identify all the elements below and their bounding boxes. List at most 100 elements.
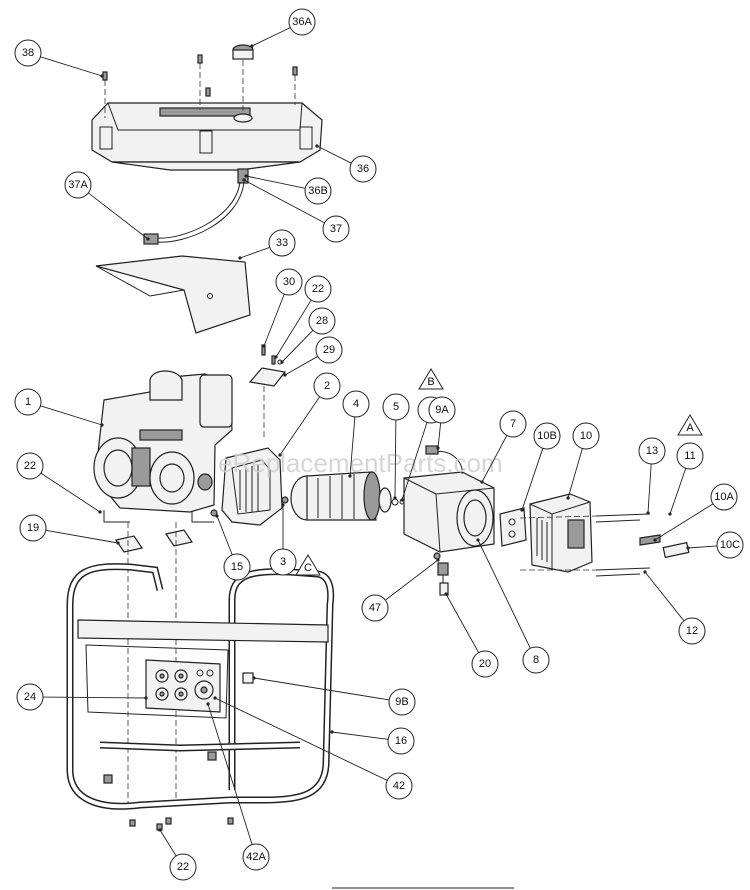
callout-37a[interactable]: 37A <box>64 171 92 199</box>
leader-line <box>654 503 714 541</box>
callout-4[interactable]: 4 <box>342 390 370 418</box>
callout-10[interactable]: 10 <box>572 422 600 450</box>
callout-number: 42A <box>246 851 266 863</box>
callout-circle <box>269 548 297 576</box>
leader-tip <box>100 74 104 78</box>
callout-47[interactable]: 47 <box>361 594 389 622</box>
leader-tip <box>252 676 256 680</box>
callout-circle <box>471 650 499 678</box>
callout-10c[interactable]: 10C <box>716 531 744 559</box>
callout-30[interactable]: 30 <box>275 268 303 296</box>
leader-tip <box>250 44 254 48</box>
callout-33[interactable]: 33 <box>268 229 296 257</box>
callout-circle <box>308 307 336 335</box>
callout-1[interactable]: 1 <box>14 388 42 416</box>
callout-9b[interactable]: 9B <box>388 688 416 716</box>
callout-2[interactable]: 2 <box>313 372 341 400</box>
callout-number: 24 <box>24 691 36 703</box>
reference-letter: B <box>427 376 434 388</box>
callout-12[interactable]: 12 <box>678 617 706 645</box>
callout-circle <box>64 171 92 199</box>
callout-28[interactable]: 28 <box>308 307 336 335</box>
leader-tip <box>146 237 150 241</box>
leader-line <box>239 246 270 259</box>
callout-number: 8 <box>533 654 539 666</box>
callout-circle <box>522 646 550 674</box>
callout-22[interactable]: 22 <box>16 452 44 480</box>
callout-number: 10C <box>720 539 740 551</box>
callout-circle <box>14 39 42 67</box>
callout-42[interactable]: 42 <box>385 772 413 800</box>
leader-tip <box>274 355 278 359</box>
leader-line <box>243 179 325 224</box>
control-panel[interactable] <box>145 659 221 713</box>
callout-42a[interactable]: 42A <box>242 843 270 871</box>
engine-adapter[interactable] <box>210 447 283 526</box>
leader-tip <box>278 453 282 457</box>
leader-line <box>214 697 388 781</box>
leader-tip <box>213 696 217 700</box>
callout-10a[interactable]: 10A <box>710 483 738 511</box>
brush-holder[interactable] <box>499 507 527 547</box>
heat-shield[interactable] <box>95 255 251 334</box>
callout-circle <box>678 617 706 645</box>
leader-line <box>45 529 119 544</box>
leader-tip <box>100 423 104 427</box>
callout-circle <box>19 514 47 542</box>
leader-line <box>263 293 285 347</box>
stator-housing[interactable] <box>403 445 495 596</box>
callout-circle <box>638 437 666 465</box>
callout-36[interactable]: 36 <box>349 155 377 183</box>
callout-circle <box>382 393 410 421</box>
leader-line <box>647 463 652 514</box>
callout-number: 22 <box>312 283 324 295</box>
callout-5[interactable]: 5 <box>382 393 410 421</box>
callout-number: 11 <box>684 450 695 462</box>
callout-38[interactable]: 38 <box>14 39 42 67</box>
leader-line <box>281 329 314 363</box>
leader-line <box>349 416 356 477</box>
callout-number: 47 <box>369 602 381 614</box>
leader-tip <box>436 446 440 450</box>
callout-circle <box>676 442 704 470</box>
callout-3[interactable]: 3 <box>269 548 297 576</box>
callout-37[interactable]: 37 <box>322 215 350 243</box>
leader-tip <box>520 508 524 512</box>
fuel-tank[interactable] <box>91 102 323 171</box>
callout-number: 36 <box>357 163 369 175</box>
callout-8[interactable]: 8 <box>522 646 550 674</box>
callout-9a[interactable]: 9A <box>428 396 456 424</box>
callout-circle <box>342 390 370 418</box>
callout-29[interactable]: 29 <box>315 336 343 364</box>
callout-22[interactable]: 22 <box>304 275 332 303</box>
callout-number: 37A <box>68 179 88 191</box>
callout-16[interactable]: 16 <box>387 727 415 755</box>
callout-11[interactable]: 11 <box>676 442 704 470</box>
tube-frame[interactable] <box>66 563 335 810</box>
leader-tip <box>283 373 287 377</box>
callout-36a[interactable]: 36A <box>288 8 316 36</box>
rotor[interactable] <box>281 471 405 521</box>
callout-19[interactable]: 19 <box>19 514 47 542</box>
callout-15[interactable]: 15 <box>223 553 251 581</box>
bracket-hardware <box>248 344 287 440</box>
callout-24[interactable]: 24 <box>16 683 44 711</box>
callout-number: 37 <box>330 223 342 235</box>
callout-13[interactable]: 13 <box>638 437 666 465</box>
callout-number: 28 <box>316 315 328 327</box>
leader-tip <box>686 546 690 550</box>
callout-36b[interactable]: 36B <box>304 177 332 205</box>
callout-number: 13 <box>646 445 658 457</box>
callout-22[interactable]: 22 <box>169 853 197 881</box>
leader-line <box>88 192 149 240</box>
fuel-cap[interactable] <box>232 44 254 123</box>
leader-tip <box>566 496 570 500</box>
connector-9b[interactable] <box>242 672 254 684</box>
callout-10b[interactable]: 10B <box>533 422 561 450</box>
callout-20[interactable]: 20 <box>471 650 499 678</box>
engine[interactable] <box>93 370 233 523</box>
callout-7[interactable]: 7 <box>499 410 527 438</box>
end-cover[interactable] <box>529 493 593 573</box>
fuel-valve-and-line[interactable] <box>143 168 249 245</box>
